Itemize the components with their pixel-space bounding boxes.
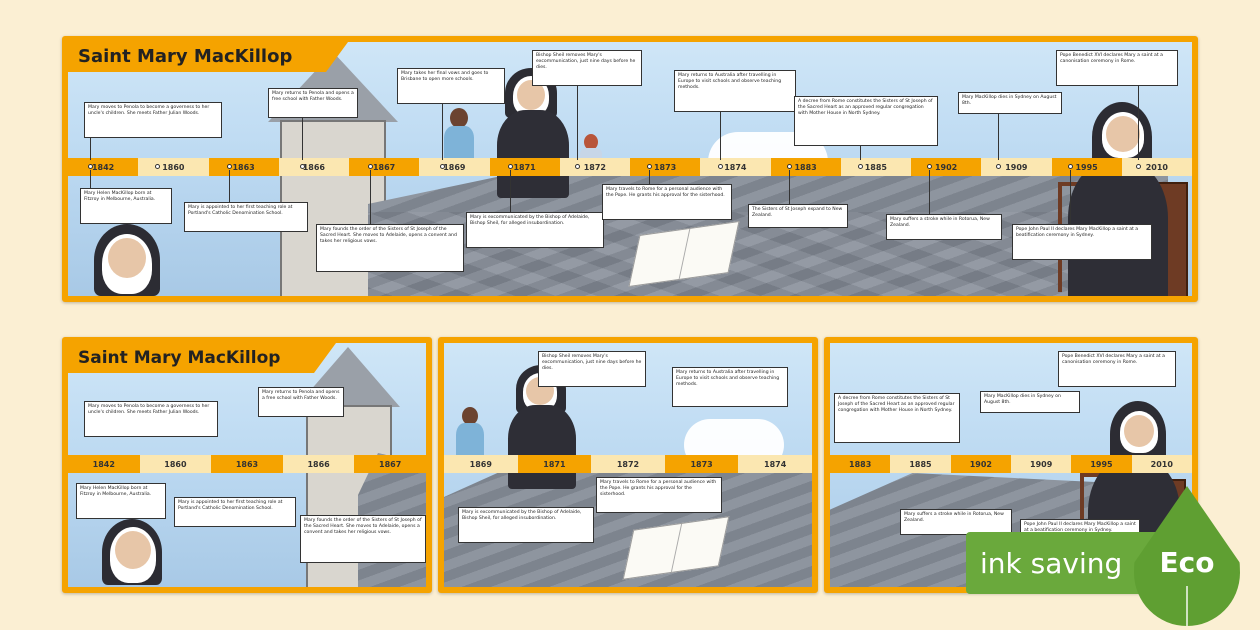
timeline-dot (787, 164, 792, 169)
timeline-dot (1068, 164, 1073, 169)
print-part-1: Saint Mary MacKillop 1842 1860 1863 1866… (62, 337, 432, 593)
year-label: 1874 (700, 158, 771, 176)
event-note-brisbane: Mary takes her final vows and goes to Br… (397, 68, 505, 104)
timeline-bar: 1883 1885 1902 1909 1995 2010 (830, 455, 1192, 473)
timeline-dot (927, 164, 932, 169)
mary-portrait-young (88, 224, 168, 296)
timeline-dot (647, 164, 652, 169)
event-note-founds-order: Mary founds the order of the Sisters of … (300, 515, 426, 563)
timeline-dot (227, 164, 232, 169)
year-label: 1909 (1010, 455, 1072, 473)
year-label: 1842 (68, 455, 140, 473)
event-note-rome: Mary travels to Rome for a personal audi… (602, 184, 732, 220)
timeline-dot (155, 164, 160, 169)
event-note-rome: Mary travels to Rome for a personal audi… (596, 477, 722, 513)
year-label: 1902 (911, 158, 982, 176)
year-label: 1883 (770, 158, 841, 176)
year-label: 1872 (591, 455, 665, 473)
eco-label: Eco (1159, 546, 1215, 579)
event-note-returns: Mary returns to Australia after travelli… (674, 70, 796, 112)
timeline-dot (508, 164, 513, 169)
timeline-bar: 1842 1860 1863 1866 1867 1869 1871 1872 … (68, 158, 1192, 176)
timeline-dot (575, 164, 580, 169)
event-note-born: Mary Helen MacKillop born at Fitzroy in … (80, 188, 172, 224)
year-label: 1885 (890, 455, 951, 473)
event-note-free-school: Mary returns to Penola and opens a free … (268, 88, 358, 118)
year-label: 1873 (664, 455, 739, 473)
mary-figure-elderly (1058, 102, 1168, 296)
timeline-bar: 1842 1860 1863 1866 1867 (68, 455, 426, 473)
full-banner: Saint Mary MacKillop 1842 1860 1863 1866… (62, 36, 1198, 302)
year-label: 1995 (1051, 158, 1122, 176)
event-note-governess: Mary moves to Penola to become a governe… (84, 401, 218, 437)
event-note-free-school: Mary returns to Penola and opens a free … (258, 387, 344, 417)
timeline-dot (440, 164, 445, 169)
event-note-teaching: Mary is appointed to her first teaching … (184, 202, 308, 232)
event-note-born: Mary Helen MacKillop born at Fitzroy in … (76, 483, 166, 519)
year-label: 1871 (489, 158, 560, 176)
year-label: 2010 (1121, 158, 1192, 176)
year-label: 1874 (738, 455, 812, 473)
part1-title: Saint Mary MacKillop (68, 343, 336, 373)
year-label: 2010 (1131, 455, 1192, 473)
event-note-dies: Mary MacKillop dies in Sydney on August … (980, 391, 1080, 413)
timeline-dot (368, 164, 373, 169)
ink-saving-label: ink saving (966, 532, 1156, 594)
year-label: 1863 (208, 158, 279, 176)
year-label: 1883 (830, 455, 891, 473)
timeline-dot (858, 164, 863, 169)
event-note-returns: Mary returns to Australia after travelli… (672, 367, 788, 407)
event-note-excommunicated: Mary is excommunicated by the Bishop of … (466, 212, 604, 248)
event-note-saint: Pope Benedict XVI declares Mary a saint … (1058, 351, 1176, 387)
year-label: 1871 (517, 455, 592, 473)
timeline-bar: 1869 1871 1872 1873 1874 (444, 455, 812, 473)
event-note-stroke: Mary suffers a stroke while in Rotorua, … (900, 509, 1012, 535)
event-note-saint: Pope Benedict XVI declares Mary a saint … (1056, 50, 1178, 86)
timeline-dot (718, 164, 723, 169)
ink-saving-eco-badge: ink saving Eco (966, 486, 1260, 630)
year-label: 1869 (444, 455, 518, 473)
year-label: 1872 (559, 158, 630, 176)
timeline-dot (1136, 164, 1141, 169)
event-note-excommunicated: Mary is excommunicated by the Bishop of … (458, 507, 594, 543)
mary-portrait-young (98, 519, 168, 587)
year-label: 1902 (950, 455, 1011, 473)
year-label: 1866 (282, 455, 355, 473)
year-label: 1866 (278, 158, 349, 176)
event-note-dies: Mary MacKillop dies in Sydney on August … (958, 92, 1062, 114)
timeline-dot (88, 164, 93, 169)
banner-title: Saint Mary MacKillop (68, 42, 348, 72)
year-label: 1869 (419, 158, 490, 176)
year-label: 1860 (139, 455, 212, 473)
year-label: 1860 (138, 158, 209, 176)
event-note-teaching: Mary is appointed to her first teaching … (174, 497, 296, 527)
event-note-removed: Bishop Sheil removes Mary's excommunicat… (532, 50, 642, 86)
event-note-founds-order: Mary founds the order of the Sisters of … (316, 224, 464, 272)
year-label: 1867 (354, 455, 426, 473)
mary-figure-center (493, 68, 573, 198)
year-label: 1863 (211, 455, 283, 473)
event-note-nz: The Sisters of St Joseph expand to New Z… (748, 204, 848, 228)
event-note-decree: A decree from Rome constitutes the Siste… (834, 393, 960, 443)
event-note-decree: A decree from Rome constitutes the Siste… (794, 96, 938, 146)
year-label: 1995 (1071, 455, 1132, 473)
year-label: 1873 (630, 158, 701, 176)
event-note-removed: Bishop Sheil removes Mary's excommunicat… (538, 351, 646, 387)
event-note-blessed: Pope John Paul II declares Mary MacKillo… (1012, 224, 1152, 260)
year-label: 1885 (840, 158, 911, 176)
year-label: 1867 (349, 158, 420, 176)
year-label: 1909 (981, 158, 1052, 176)
timeline-dot (996, 164, 1001, 169)
print-part-2: 1869 1871 1872 1873 1874 Bishop Sheil re… (438, 337, 818, 593)
timeline-dot (300, 164, 305, 169)
year-label: 1842 (68, 158, 139, 176)
event-note-governess: Mary moves to Penola to become a governe… (84, 102, 222, 138)
event-note-stroke: Mary suffers a stroke while in Rotorua, … (886, 214, 1002, 240)
